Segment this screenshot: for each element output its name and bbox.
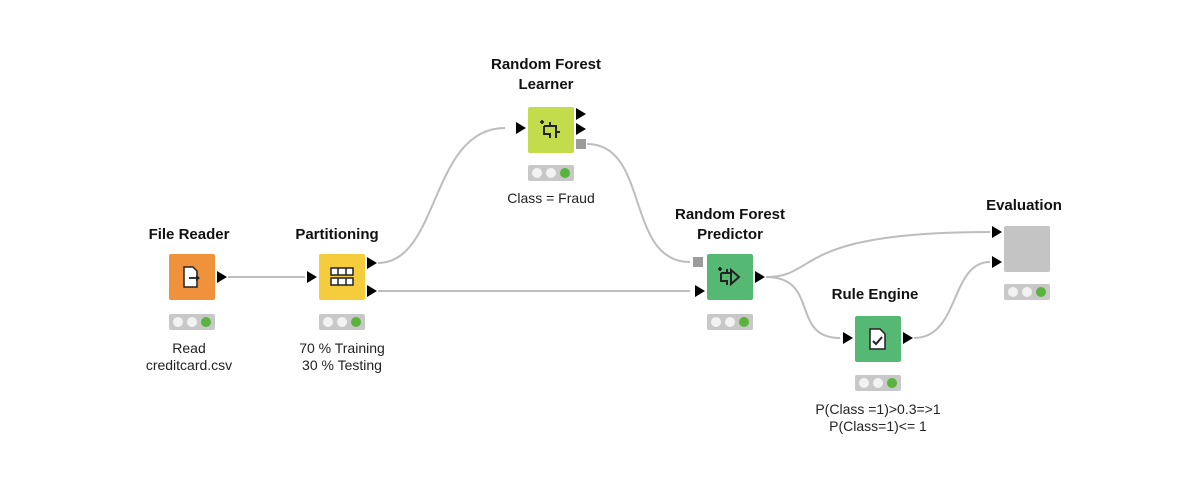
status-traffic-light [169, 314, 215, 330]
status-traffic-light [319, 314, 365, 330]
node-box[interactable] [169, 254, 215, 300]
output-port-out-of-bag[interactable] [576, 123, 586, 135]
output-port-model[interactable] [576, 139, 586, 149]
tree-predictor-icon [718, 267, 741, 287]
node-caption: Read creditcard.csv [145, 340, 233, 373]
output-port[interactable] [903, 332, 913, 344]
node-title: Rule Engine [831, 286, 919, 303]
node-box[interactable] [1004, 226, 1050, 272]
rule-document-icon [869, 328, 886, 350]
connection-rule-engine-to-evaluation [913, 261, 991, 339]
output-port-training[interactable] [367, 257, 377, 269]
input-port[interactable] [516, 122, 526, 134]
node-box[interactable] [528, 107, 574, 153]
output-port-data[interactable] [576, 108, 586, 120]
tree-learner-icon [540, 120, 560, 138]
connection-predictor-to-evaluation [765, 231, 991, 278]
node-caption: Class = Fraud [507, 190, 595, 206]
status-traffic-light [707, 314, 753, 330]
input-port-2[interactable] [992, 256, 1002, 268]
connection-predictor-to-rule-engine [765, 276, 841, 339]
node-title: Evaluation [986, 197, 1062, 214]
node-box[interactable] [707, 254, 753, 300]
file-import-icon [183, 266, 200, 288]
input-port-data[interactable] [695, 285, 705, 297]
node-caption: P(Class =1)>0.3=>1 P(Class=1)<= 1 [815, 401, 941, 434]
node-box[interactable] [855, 316, 901, 362]
input-port[interactable] [307, 271, 317, 283]
output-port[interactable] [755, 271, 765, 283]
status-traffic-light [855, 375, 901, 391]
connection-learner-to-predictor [586, 143, 691, 263]
node-caption: 70 % Training 30 % Testing [299, 340, 385, 373]
node-title: Partitioning [295, 226, 379, 243]
status-traffic-light [1004, 284, 1050, 300]
node-title: Random Forest Predictor [674, 206, 785, 243]
node-box[interactable] [319, 254, 365, 300]
status-traffic-light [528, 165, 574, 181]
node-title: File Reader [148, 226, 230, 243]
input-port-1[interactable] [992, 226, 1002, 238]
table-partition-icon [330, 267, 354, 286]
connection-partitioning-to-learner [377, 127, 506, 264]
output-port[interactable] [217, 271, 227, 283]
node-title: Random Forest Learner [490, 56, 601, 93]
input-port[interactable] [843, 332, 853, 344]
output-port-testing[interactable] [367, 285, 377, 297]
input-port-model[interactable] [693, 257, 703, 267]
